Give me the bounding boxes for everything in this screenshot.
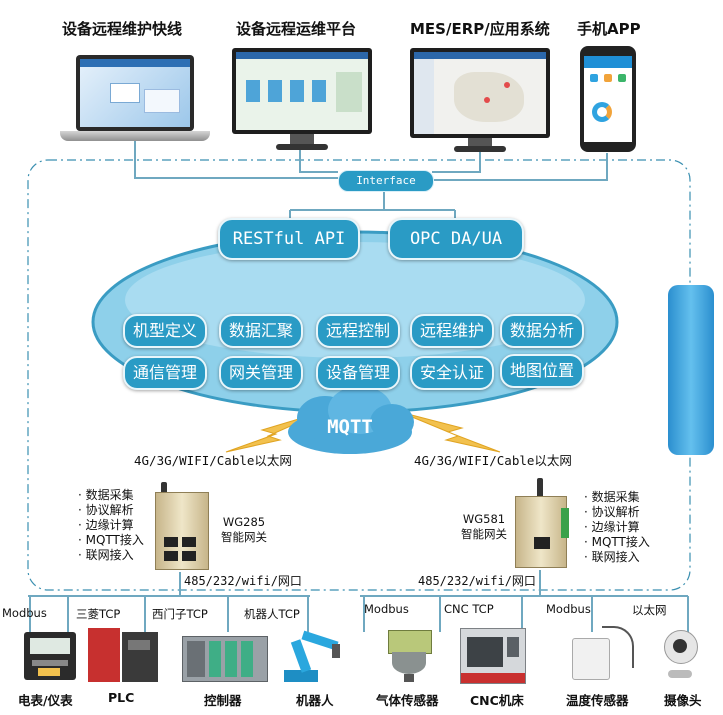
protocol-label: CNC TCP xyxy=(444,602,494,616)
function-data-aggregation: 数据汇聚 xyxy=(219,314,303,348)
laptop-icon xyxy=(60,55,210,145)
app-title-remote-maintenance: 设备远程维护快线 xyxy=(62,20,183,38)
interface-label: Interface xyxy=(338,170,434,192)
side-decoration-bar xyxy=(668,285,714,455)
gateway-left-ports: 485/232/wifi/网口 xyxy=(184,574,302,588)
feature-item: · MQTT接入 xyxy=(78,533,144,547)
system-boundary-frame xyxy=(27,159,691,591)
function-map-location: 地图位置 xyxy=(500,354,584,388)
function-communication-mgmt: 通信管理 xyxy=(123,356,207,390)
function-data-analysis: 数据分析 xyxy=(500,314,584,348)
function-remote-control: 远程控制 xyxy=(316,314,400,348)
gateway-left-model: WG285 xyxy=(222,515,266,529)
app-title-mes-erp: MES/ERP/应用系统 xyxy=(410,20,550,38)
gateway-wg285-icon xyxy=(155,482,209,570)
feature-item: · 联网接入 xyxy=(78,548,134,562)
plc-icon xyxy=(88,628,160,682)
function-gateway-mgmt: 网关管理 xyxy=(219,356,303,390)
camera-icon xyxy=(660,630,700,682)
device-label-plc: PLC xyxy=(108,690,135,705)
feature-item: · 协议解析 xyxy=(78,503,134,517)
meter-icon xyxy=(24,632,76,680)
app-title-ops-platform: 设备远程运维平台 xyxy=(236,20,357,38)
device-label-gas-sensor: 气体传感器 xyxy=(376,693,439,708)
controller-icon xyxy=(182,636,268,682)
gateway-right-model: WG581 xyxy=(462,512,506,526)
protocol-label: 机器人TCP xyxy=(244,607,300,621)
monitor-mes-erp-icon xyxy=(410,48,550,158)
device-label-temperature-sensor: 温度传感器 xyxy=(566,693,629,708)
temperature-sensor-icon xyxy=(572,626,634,682)
feature-item: · 边缘计算 xyxy=(584,520,640,534)
device-label-cnc: CNC机床 xyxy=(470,693,524,708)
protocol-label: Modbus xyxy=(2,606,47,620)
device-label-controller: 控制器 xyxy=(204,693,242,708)
device-label-camera: 摄像头 xyxy=(664,693,702,708)
function-remote-maintenance: 远程维护 xyxy=(410,314,494,348)
feature-item: · 边缘计算 xyxy=(78,518,134,532)
protocol-label: Modbus xyxy=(364,602,409,616)
protocol-label: 三菱TCP xyxy=(76,607,121,621)
feature-item: · 数据采集 xyxy=(78,488,134,502)
gas-sensor-icon xyxy=(388,630,432,682)
cnc-machine-icon xyxy=(460,628,526,684)
gateway-right-name: 智能网关 xyxy=(461,527,507,541)
app-title-mobile-app: 手机APP xyxy=(577,20,641,38)
function-model-definition: 机型定义 xyxy=(123,314,207,348)
mqtt-cloud-icon xyxy=(288,386,414,454)
feature-item: · MQTT接入 xyxy=(584,535,650,549)
monitor-ops-platform-icon xyxy=(232,48,372,158)
mqtt-label: MQTT xyxy=(327,416,373,438)
app-connector-line xyxy=(432,150,481,173)
device-label-meter: 电表/仪表 xyxy=(18,693,73,708)
gateway-left-name: 智能网关 xyxy=(221,530,267,544)
gateway-right-features: · 数据采集 · 协议解析 · 边缘计算 · MQTT接入 · 联网接入 xyxy=(584,490,650,565)
mobile-phone-icon xyxy=(580,46,636,152)
protocol-label: Modbus xyxy=(546,602,591,616)
lightning-right-icon xyxy=(399,411,501,453)
function-device-mgmt: 设备管理 xyxy=(316,356,400,390)
device-label-robot: 机器人 xyxy=(296,693,334,708)
network-label-right: 4G/3G/WIFI/Cable以太网 xyxy=(414,453,572,468)
network-label-left: 4G/3G/WIFI/Cable以太网 xyxy=(134,453,292,468)
gateway-right-ports: 485/232/wifi/网口 xyxy=(418,574,536,588)
opc-da-ua-badge: OPC DA/UA xyxy=(388,218,524,260)
restful-api-badge: RESTful API xyxy=(218,218,360,260)
protocol-label: 西门子TCP xyxy=(152,607,208,621)
gateway-wg581-icon xyxy=(515,478,569,570)
protocol-label: 以太网 xyxy=(632,603,667,617)
app-connector-line xyxy=(134,138,338,179)
feature-item: · 联网接入 xyxy=(584,550,640,564)
function-security-auth: 安全认证 xyxy=(410,356,494,390)
robot-icon xyxy=(276,626,346,684)
feature-item: · 数据采集 xyxy=(584,490,640,504)
gateway-left-features: · 数据采集 · 协议解析 · 边缘计算 · MQTT接入 · 联网接入 xyxy=(78,488,144,563)
app-connector-line xyxy=(432,153,608,181)
feature-item: · 协议解析 xyxy=(584,505,640,519)
